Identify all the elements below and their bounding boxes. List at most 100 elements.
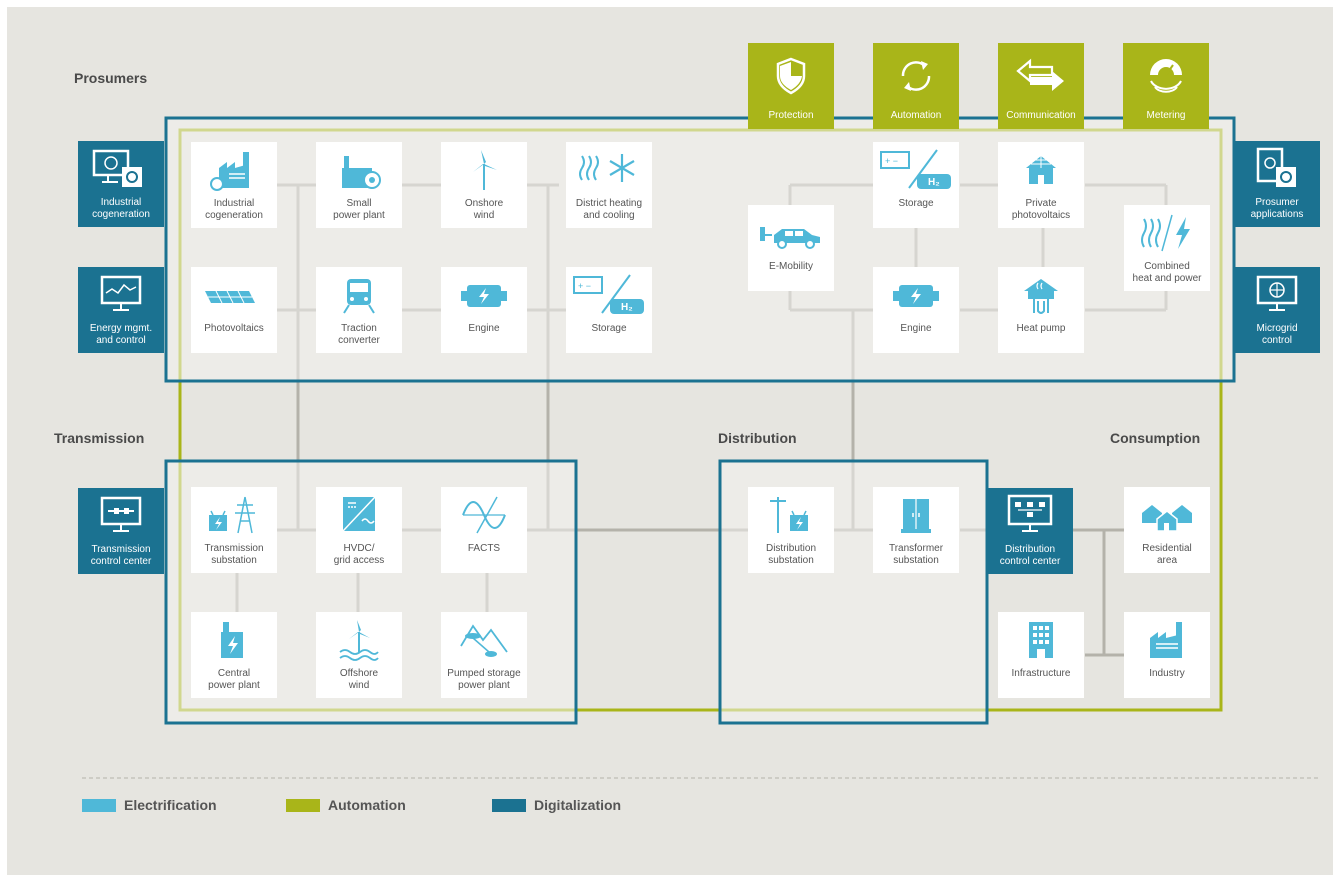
engine-left-tile: Engine <box>441 267 527 353</box>
industrial-cogeneration-control-tile: Industrial cogeneration <box>78 141 164 227</box>
industrial-cogeneration-label: Industrial cogeneration <box>205 198 263 221</box>
heat-snowflake-icon <box>579 154 635 182</box>
pumped-storage-tile: Pumped storage power plant <box>441 612 527 698</box>
heat-lightning-icon <box>1141 214 1190 252</box>
monitor-network-icon <box>1007 494 1053 532</box>
offshore-wind-label: Offshore wind <box>339 668 379 691</box>
engine-right-tile: Engine <box>873 267 959 353</box>
transmission-substation-label: Transmission substation <box>204 543 264 566</box>
cycle-arrows-icon <box>901 61 931 91</box>
legend-swatch-digitalization <box>492 799 526 812</box>
infrastructure-tile: Infrastructure <box>998 612 1084 698</box>
monitor-line-icon <box>100 496 142 532</box>
onshore-wind-label: Onshore wind <box>464 198 504 221</box>
factory-icon <box>1150 622 1182 658</box>
pumped-storage-label: Pumped storage power plant <box>447 668 521 691</box>
combined-heat-label: Combined heat and power <box>1132 261 1202 284</box>
power-plant-icon <box>342 156 381 189</box>
legend-label-automation: Automation <box>328 797 406 813</box>
engine-icon <box>893 285 939 307</box>
heat-pump-tile: Heat pump <box>998 267 1084 353</box>
energy-mgmt-label: Energy mgmt. and control <box>89 323 153 346</box>
prosumer-applications-tile: Prosumer applications <box>1234 141 1320 227</box>
legend-swatch-automation <box>286 799 320 812</box>
legend-swatch-electrification <box>82 799 116 812</box>
section-label-transmission: Transmission <box>54 430 145 446</box>
photovoltaics-label: Photovoltaics <box>204 323 264 334</box>
residential-area-label: Residential area <box>1142 543 1192 566</box>
communication-tile: Communication <box>998 43 1084 129</box>
storage-left-tile: + − H₂ Storage <box>566 267 652 353</box>
transmission-control-center-tile: Transmission control center <box>78 488 164 574</box>
combined-heat-tile: Combined heat and power <box>1124 205 1210 291</box>
hvdc-tile: HVDC/ grid access <box>316 487 402 573</box>
storage-left-label: Storage <box>591 323 627 334</box>
factory-icon <box>210 152 249 191</box>
substation-tower-icon <box>209 496 255 534</box>
svg-text:H₂: H₂ <box>621 302 633 313</box>
monitor-chart-icon <box>100 275 142 311</box>
battery-hydrogen-icon: + − H₂ <box>880 149 951 189</box>
section-label-consumption: Consumption <box>1110 430 1201 446</box>
central-plant-icon <box>221 622 243 658</box>
industrial-cogeneration-control-label: Industrial cogeneration <box>92 197 150 220</box>
small-power-plant-tile: Small power plant <box>316 142 402 228</box>
district-heating-label: District heating and cooling <box>575 198 643 221</box>
protection-label: Protection <box>768 110 814 121</box>
metering-label: Metering <box>1146 110 1186 121</box>
engine-right-label: Engine <box>900 323 932 334</box>
distribution-substation-tile: Distribution substation <box>748 487 834 573</box>
section-label-distribution: Distribution <box>718 430 797 446</box>
small-power-plant-label: Small power plant <box>333 198 385 221</box>
traction-converter-tile: Traction converter <box>316 267 402 353</box>
monitor-grid-icon <box>1256 275 1298 311</box>
pumped-storage-icon <box>460 624 508 657</box>
transformer-substation-tile: Transformer substation <box>873 487 959 573</box>
monitor-gear-icon <box>92 149 142 187</box>
protection-tile: Protection <box>748 43 834 129</box>
microgrid-control-tile: Microgrid control <box>1234 267 1320 353</box>
house-solar-icon <box>1026 156 1056 184</box>
residential-area-tile: Residential area <box>1124 487 1210 573</box>
heat-pump-label: Heat pump <box>1016 323 1066 334</box>
e-mobility-tile: E-Mobility <box>748 205 834 291</box>
central-power-plant-tile: Central power plant <box>191 612 277 698</box>
train-icon <box>343 279 375 314</box>
svg-text:H₂: H₂ <box>928 177 940 188</box>
metering-tile: Metering <box>1123 43 1209 129</box>
energy-mgmt-tile: Energy mgmt. and control <box>78 267 164 353</box>
distribution-control-center-label: Distribution control center <box>999 544 1061 567</box>
industry-tile: Industry <box>1124 612 1210 698</box>
electric-car-icon <box>760 227 820 249</box>
e-mobility-label: E-Mobility <box>769 261 813 272</box>
heat-pump-icon <box>1024 279 1058 314</box>
double-arrow-icon <box>1016 58 1064 91</box>
svg-text:+ −: + − <box>578 281 591 291</box>
offshore-wind-tile: Offshore wind <box>316 612 402 698</box>
infrastructure-label: Infrastructure <box>1011 668 1071 679</box>
storage-right-tile: + − H₂ Storage <box>873 142 959 228</box>
solar-panel-icon <box>205 290 255 304</box>
automation-tile: Automation <box>873 43 959 129</box>
traction-converter-label: Traction converter <box>338 323 380 346</box>
transmission-control-center-label: Transmission control center <box>90 544 152 567</box>
shield-icon <box>776 57 806 95</box>
industrial-cogeneration-tile: Industrial cogeneration <box>191 142 277 228</box>
engine-left-label: Engine <box>468 323 500 334</box>
building-icon <box>1029 622 1053 658</box>
photovoltaics-tile: Photovoltaics <box>191 267 277 353</box>
automation-label: Automation <box>890 110 942 121</box>
microgrid-control-label: Microgrid control <box>1256 323 1298 346</box>
tablet-gear-icon <box>1256 147 1296 187</box>
storage-right-label: Storage <box>898 198 934 209</box>
wind-turbine-icon <box>473 150 497 190</box>
battery-hydrogen-icon: + − H₂ <box>573 274 644 314</box>
converter-icon <box>342 496 376 532</box>
section-label-prosumers: Prosumers <box>74 70 148 86</box>
sine-wave-icon <box>462 496 506 534</box>
legend-label-electrification: Electrification <box>124 797 217 813</box>
district-heating-tile: District heating and cooling <box>566 142 652 228</box>
meter-gauge-icon <box>1150 59 1182 93</box>
distribution-control-center-tile: Distribution control center <box>987 488 1073 574</box>
cabinet-icon <box>901 499 931 533</box>
